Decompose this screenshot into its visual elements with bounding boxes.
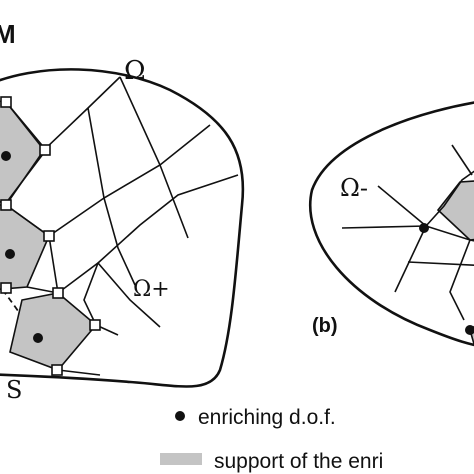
mesh-line-4 — [87, 107, 136, 286]
mesh-line-7 — [83, 262, 99, 326]
enriching-dot-b-2 — [465, 325, 474, 335]
support-patch-3 — [9, 292, 98, 371]
mesh-b-line-1 — [377, 185, 427, 227]
enriching-dot-1 — [1, 151, 11, 161]
node-2 — [39, 144, 51, 156]
panel-b: Ω- (b) — [309, 101, 474, 347]
node-4 — [43, 230, 55, 242]
mesh-line-10 — [57, 369, 101, 376]
mesh-b-line-2 — [341, 225, 474, 242]
legend-enriching-label: enriching d.o.f. — [198, 406, 336, 429]
node-7 — [89, 319, 101, 331]
mesh-line-1 — [5, 76, 121, 152]
plus-domain-text: Ω+ — [133, 277, 170, 302]
mesh-line-5 — [119, 76, 189, 239]
panel-a: Ω Ω+ S — [0, 56, 245, 404]
domain-boundary-b — [309, 101, 474, 347]
mesh-b-line-4 — [407, 261, 474, 267]
legend: enriching d.o.f. support of the enri — [160, 406, 383, 473]
mesh-b-line-7 — [451, 144, 473, 176]
node-8 — [51, 364, 63, 376]
corner-label: M — [0, 19, 16, 49]
node-3 — [0, 199, 12, 211]
plus-domain-label: Ω+ — [133, 277, 170, 302]
mesh-b-line-3 — [394, 225, 427, 293]
minus-domain-label: Ω- — [340, 174, 368, 202]
node-5 — [0, 282, 12, 294]
node-6 — [52, 287, 64, 299]
mesh-b-line-5 — [449, 239, 471, 321]
enriching-dot-b-1 — [419, 223, 429, 233]
legend-support-label: support of the enri — [214, 450, 383, 473]
node-1 — [0, 96, 12, 108]
enriching-dot-3 — [33, 333, 43, 343]
mesh-line-2 — [5, 149, 45, 206]
interface-label: S — [6, 376, 22, 404]
mesh-line-9 — [97, 174, 239, 264]
support-patch-b-1 — [436, 180, 474, 241]
legend-support-swatch — [160, 453, 202, 465]
enriching-dot-2 — [5, 249, 15, 259]
mesh-b-line-6 — [425, 170, 474, 227]
legend-dot-icon — [175, 411, 185, 421]
panel-b-label: (b) — [312, 315, 338, 337]
domain-label: Ω — [124, 56, 146, 86]
